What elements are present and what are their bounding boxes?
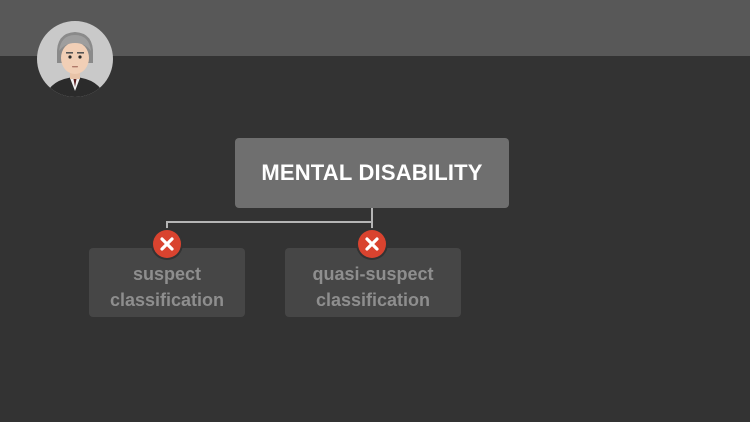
root-node-label: MENTAL DISABILITY xyxy=(261,160,483,185)
x-icon xyxy=(153,230,181,258)
x-icon xyxy=(358,230,386,258)
child-node-label: suspect classification xyxy=(109,263,225,310)
child-node-quasi-suspect-classification: quasi-suspect classification xyxy=(285,248,461,317)
child-node-label: quasi-suspect classification xyxy=(312,263,434,310)
top-band xyxy=(0,0,750,56)
child-node-suspect-classification: suspect classification xyxy=(89,248,245,317)
presenter-avatar-icon xyxy=(37,21,113,97)
root-node: MENTAL DISABILITY xyxy=(235,138,509,208)
